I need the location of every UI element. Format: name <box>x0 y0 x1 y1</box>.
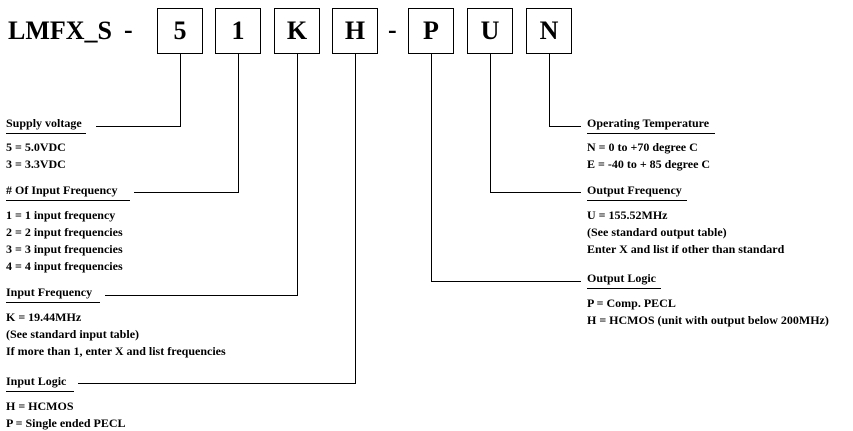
operating-temperature-option: N = 0 to +70 degree C <box>587 140 698 154</box>
part-dash-1: - <box>124 15 133 44</box>
output-frequency-underline <box>587 200 687 201</box>
input-frequency-option: K = 19.44MHz <box>6 310 82 324</box>
operating-temperature-option: E = -40 to + 85 degree C <box>587 157 711 171</box>
connector-input-logic-horizontal <box>78 383 356 384</box>
output-frequency-option: U = 155.52MHz <box>587 208 668 222</box>
connector-output-frequency-vertical <box>490 54 491 192</box>
supply-voltage-underline <box>6 133 86 134</box>
input-frequency-count-option: 1 = 1 input frequency <box>6 208 116 222</box>
operating-temperature-heading: Operating Temperature <box>587 116 710 130</box>
connector-output-logic-horizontal <box>431 281 581 282</box>
supply-voltage-option: 3 = 3.3VDC <box>6 157 66 171</box>
input-logic-option: P = Single ended PECL <box>6 416 126 430</box>
code-box-input-logic: H <box>332 8 378 54</box>
connector-output-frequency-horizontal <box>490 192 581 193</box>
connector-input-frequency-count-vertical <box>238 54 239 192</box>
connector-output-logic-vertical <box>431 54 432 281</box>
connector-operating-temperature-vertical <box>549 54 550 126</box>
connector-input-frequency-count-horizontal <box>134 192 239 193</box>
code-box-input-frequency: K <box>274 8 320 54</box>
part-dash-2: - <box>388 15 397 44</box>
connector-input-frequency-horizontal <box>105 295 298 296</box>
connector-input-logic-vertical <box>355 54 356 383</box>
input-logic-underline <box>6 391 74 392</box>
input-frequency-count-option: 4 = 4 input frequencies <box>6 259 123 273</box>
connector-input-frequency-vertical <box>297 54 298 295</box>
part-prefix: LMFX_S <box>8 16 112 45</box>
input-logic-option: H = HCMOS <box>6 399 74 413</box>
output-logic-underline <box>587 288 661 289</box>
input-frequency-count-option: 2 = 2 input frequencies <box>6 225 123 239</box>
output-logic-option: H = HCMOS (unit with output below 200MHz… <box>587 313 829 327</box>
code-box-output-logic: P <box>408 8 454 54</box>
code-box-output-frequency: U <box>467 8 513 54</box>
connector-supply-voltage-horizontal <box>96 126 181 127</box>
input-frequency-count-underline <box>6 200 130 201</box>
output-logic-heading: Output Logic <box>587 271 657 285</box>
code-box-operating-temperature: N <box>526 8 572 54</box>
input-logic-heading: Input Logic <box>6 374 67 388</box>
supply-voltage-heading: Supply voltage <box>6 116 82 130</box>
connector-operating-temperature-horizontal <box>549 126 581 127</box>
input-frequency-option: (See standard input table) <box>6 327 140 341</box>
output-frequency-option: Enter X and list if other than standard <box>587 242 785 256</box>
supply-voltage-option: 5 = 5.0VDC <box>6 140 66 154</box>
connector-supply-voltage-vertical <box>180 54 181 126</box>
output-frequency-option: (See standard output table) <box>587 225 727 239</box>
input-frequency-count-option: 3 = 3 input frequencies <box>6 242 123 256</box>
operating-temperature-underline <box>587 133 715 134</box>
input-frequency-count-heading: # Of Input Frequency <box>6 183 118 197</box>
code-box-input-frequency-count: 1 <box>215 8 261 54</box>
input-frequency-heading: Input Frequency <box>6 285 93 299</box>
output-frequency-heading: Output Frequency <box>587 183 682 197</box>
output-logic-option: P = Comp. PECL <box>587 296 676 310</box>
input-frequency-underline <box>6 302 100 303</box>
code-box-supply-voltage: 5 <box>157 8 203 54</box>
input-frequency-option: If more than 1, enter X and list frequen… <box>6 344 226 358</box>
